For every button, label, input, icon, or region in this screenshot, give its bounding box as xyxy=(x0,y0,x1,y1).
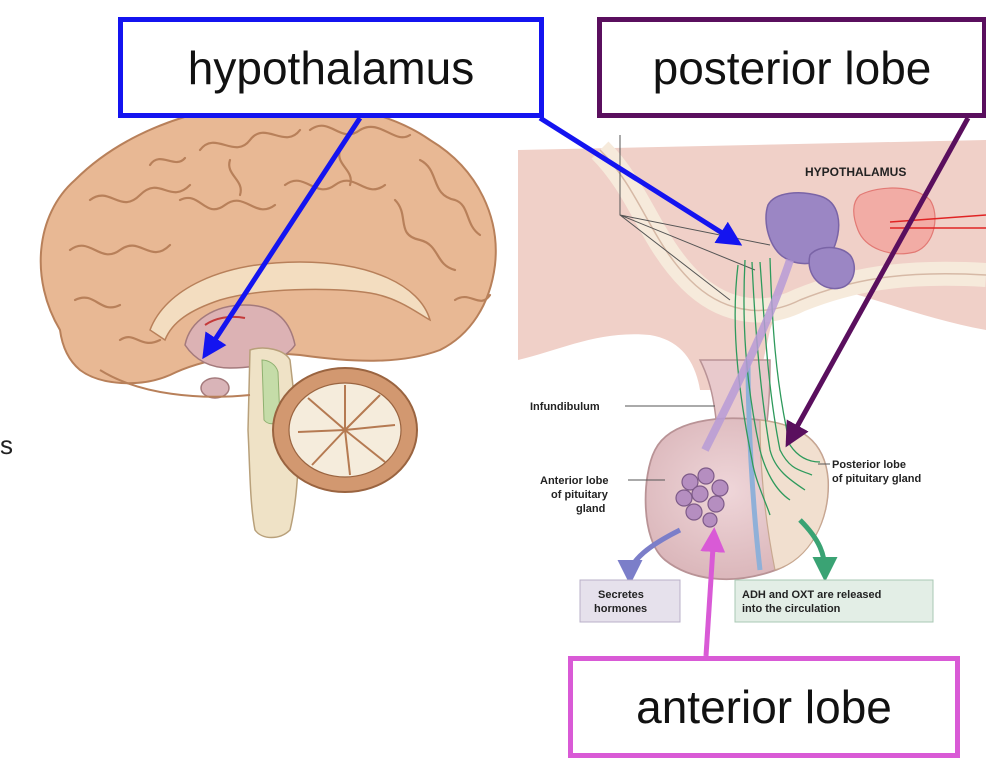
release-label-2: into the circulation xyxy=(742,603,841,615)
blue-vessel xyxy=(745,359,763,571)
gyri xyxy=(68,124,492,344)
brain-illustration xyxy=(39,101,497,539)
secretes-box xyxy=(579,579,681,623)
red-vessel xyxy=(204,315,246,326)
release-arrow xyxy=(798,518,838,582)
anterior-lobe-callout: anterior lobe xyxy=(568,656,960,758)
hypothalamus-callout: hypothalamus xyxy=(118,17,544,118)
posterior-lobe-label-2: of pituitary gland xyxy=(832,473,921,485)
infundibulum-label: Infundibulum xyxy=(530,401,600,413)
posterior-arrow xyxy=(785,116,971,448)
anterior-cells xyxy=(675,467,729,528)
ventricle-band-outline xyxy=(599,149,986,312)
hypothalamus-arrow-to-brain xyxy=(202,116,363,360)
hypothalamus-arrow-to-detail xyxy=(538,115,743,246)
anterior-lobe-label-3: gland xyxy=(576,503,605,515)
brain-underside xyxy=(99,369,251,398)
neuron-cluster-large xyxy=(765,192,840,265)
cerebrum xyxy=(39,101,497,385)
callout-arrows xyxy=(202,115,971,657)
hypothalamus-caption: HYPOTHALAMUS xyxy=(805,165,906,179)
pituitary-small xyxy=(200,377,230,399)
pituitary-detail: HYPOTHALAMUS xyxy=(518,135,986,623)
secretes-arrow xyxy=(617,527,682,585)
anterior-lobe-label-2: of pituitary xyxy=(551,489,609,501)
anterior-arrow xyxy=(700,527,726,657)
lavender-flow-arrow xyxy=(701,258,794,452)
posterior-lobe-label-1: Posterior lobe xyxy=(832,459,906,471)
anterior-lobe-label-1: Anterior lobe xyxy=(540,475,608,487)
pointer-lines xyxy=(619,135,771,301)
release-label-1: ADH and OXT are released xyxy=(742,589,881,601)
secretes-label-2: hormones xyxy=(594,603,647,615)
posterior-lobe-callout: posterior lobe xyxy=(597,17,986,118)
neuron-cluster-small xyxy=(808,246,856,290)
release-box xyxy=(734,579,934,623)
edge-text-fragment: s xyxy=(0,430,13,460)
secretes-label-1: Secretes xyxy=(598,589,644,601)
corpus-callosum xyxy=(149,261,432,342)
cerebellum xyxy=(272,367,418,493)
red-neuron-region xyxy=(853,187,936,255)
